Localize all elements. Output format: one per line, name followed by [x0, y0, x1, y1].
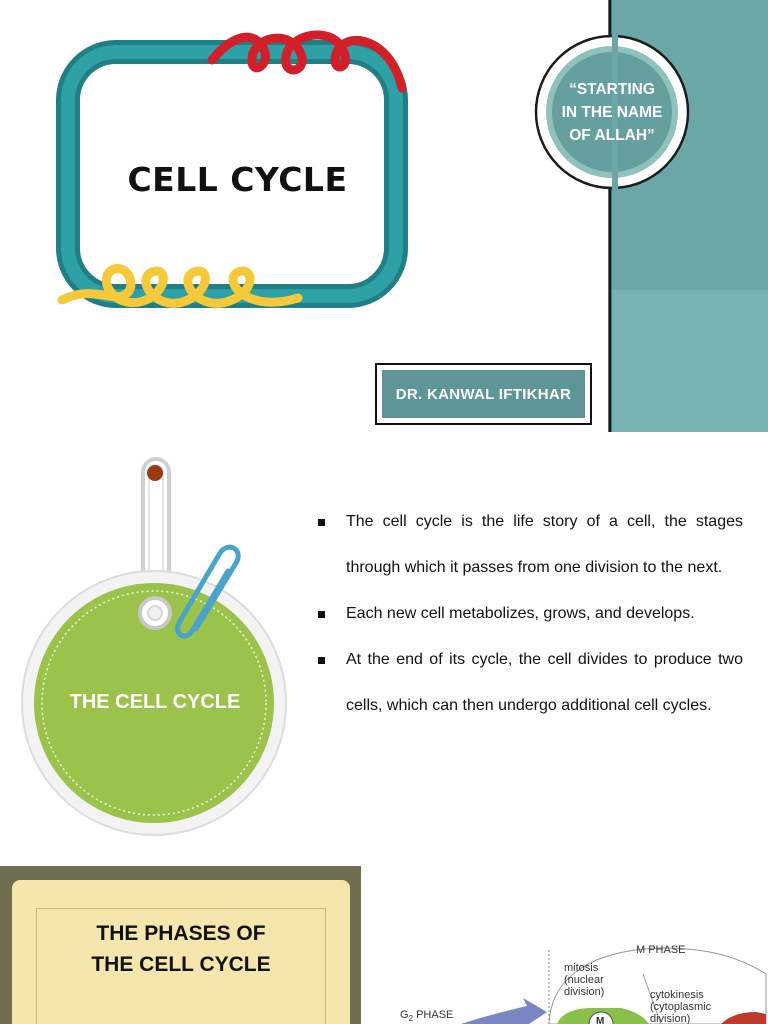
- mitosis-line: (nuclear: [564, 974, 604, 986]
- quote-line: IN THE NAME: [561, 104, 663, 121]
- pin-icon: [147, 465, 163, 481]
- bullet-text: The cell cycle is the life story of a ce…: [346, 513, 743, 576]
- list-item: The cell cycle is the life story of a ce…: [318, 499, 743, 591]
- cytokinesis-line: cytokinesis: [650, 989, 704, 1001]
- quote-line: “STARTING: [569, 81, 655, 98]
- author-box: DR. KANWAL IFTIKHAR: [375, 363, 592, 425]
- quote-line: OF ALLAH”: [569, 127, 655, 144]
- author-name: DR. KANWAL IFTIKHAR: [382, 370, 585, 418]
- g2-suffix: PHASE: [413, 1009, 454, 1021]
- bullet-list: The cell cycle is the life story of a ce…: [318, 499, 743, 729]
- phases-card: THE PHASES OF THE CELL CYCLE: [12, 880, 350, 1024]
- mitosis-line: mitosis: [564, 962, 599, 974]
- mitosis-line: division): [564, 986, 605, 998]
- cytokinesis-label: cytokinesis (cytoplasmic division): [650, 989, 711, 1024]
- paperclip-icon: [175, 544, 241, 639]
- m-label: M: [596, 1016, 605, 1024]
- phases-title-line: THE CELL CYCLE: [91, 953, 271, 976]
- slide1-title: CELL CYCLE: [127, 160, 348, 199]
- bullet-icon: [318, 657, 325, 664]
- phases-card-border: [36, 908, 326, 1024]
- bullet-text: Each new cell metabolizes, grows, and de…: [346, 605, 695, 622]
- slide-phases: THE PHASES OF THE CELL CYCLE M PHASE mit…: [0, 866, 768, 1024]
- m-phase-label: M PHASE: [636, 944, 686, 956]
- bullet-text: At the end of its cycle, the cell divide…: [346, 651, 743, 714]
- g2-phase-label: G2 PHASE: [400, 1009, 453, 1023]
- g2-letter: G: [400, 1009, 409, 1021]
- tag-label: THE CELL CYCLE: [69, 691, 241, 713]
- cytokinesis-line: division): [650, 1013, 691, 1024]
- phases-panel: THE PHASES OF THE CELL CYCLE: [0, 866, 361, 1024]
- list-item: Each new cell metabolizes, grows, and de…: [318, 591, 743, 637]
- m-phase-arc: [548, 947, 767, 1024]
- cell-cycle-diagram: [461, 947, 767, 1024]
- bullet-icon: [318, 611, 325, 618]
- cytokinesis-line: (cytoplasmic: [650, 1001, 712, 1013]
- tag-graphic: [21, 457, 287, 836]
- quote-text: “STARTING IN THE NAME OF ALLAH”: [548, 78, 676, 147]
- tag-disc: [34, 583, 274, 823]
- quote-circle: [534, 30, 690, 195]
- bullet-icon: [318, 519, 325, 526]
- yellow-curl: [57, 264, 303, 308]
- slide-title: CELL CYCLE “STARTING IN THE NAME OF ALLA…: [0, 0, 768, 432]
- m-circle: [588, 1011, 614, 1024]
- slide-intro: THE CELL CYCLE The cell cycle is the lif…: [0, 433, 768, 865]
- cytokinesis-wedge: [721, 1012, 766, 1024]
- phases-title: THE PHASES OF THE CELL CYCLE: [12, 918, 350, 980]
- red-curl: [207, 30, 407, 93]
- g2-subscript: 2: [408, 1014, 414, 1024]
- list-item: At the end of its cycle, the cell divide…: [318, 637, 743, 729]
- phases-title-line: THE PHASES OF: [96, 922, 266, 945]
- mitosis-label: mitosis (nuclear division): [564, 962, 604, 998]
- slide1-graphics: [56, 0, 768, 432]
- g2-arrow: [461, 998, 547, 1024]
